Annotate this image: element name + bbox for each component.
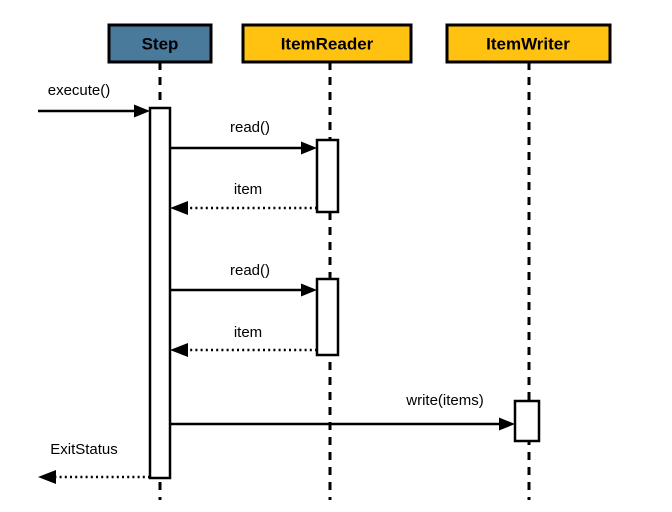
participant-box-item-reader[interactable] <box>241 23 413 64</box>
activation-item-reader-1 <box>315 138 340 214</box>
arrowhead-item-1 <box>170 201 188 215</box>
message-label-exit-status: ExitStatus <box>50 441 118 458</box>
message-item-2: item <box>170 324 317 357</box>
participant-label-item-reader: ItemReader <box>281 34 374 53</box>
participant-label-item-writer: ItemWriter <box>486 34 570 53</box>
participant-item-reader[interactable]: ItemReader <box>241 23 413 64</box>
participant-box-step[interactable] <box>107 23 213 64</box>
message-label-read-2: read() <box>230 262 270 279</box>
participant-step[interactable]: Step <box>107 23 213 64</box>
arrowhead-execute <box>134 104 150 118</box>
message-exit-status: ExitStatus <box>38 441 150 484</box>
activation-step <box>148 106 172 480</box>
lifelines-group <box>158 62 531 500</box>
message-read-1: read() <box>170 119 317 155</box>
arrowhead-exit-status <box>38 470 56 484</box>
participant-label-step: Step <box>142 34 179 53</box>
activation-item-reader-2 <box>315 277 340 357</box>
message-label-item-2: item <box>234 324 262 341</box>
message-label-read-1: read() <box>230 119 270 136</box>
message-label-item-1: item <box>234 181 262 198</box>
message-write-items: write(items) <box>170 392 515 431</box>
message-label-execute: execute() <box>48 82 111 99</box>
activation-item-writer-1 <box>513 399 541 443</box>
participant-item-writer[interactable]: ItemWriter <box>445 23 612 64</box>
participant-box-item-writer[interactable] <box>445 23 612 64</box>
arrowhead-read-1 <box>301 141 317 155</box>
arrowhead-item-2 <box>170 343 188 357</box>
message-item-1: item <box>170 181 317 215</box>
message-read-2: read() <box>170 262 317 297</box>
message-label-write-items: write(items) <box>405 392 484 409</box>
arrowhead-write-items <box>499 417 515 431</box>
message-execute: execute() <box>38 82 150 118</box>
arrowhead-read-2 <box>301 283 317 297</box>
